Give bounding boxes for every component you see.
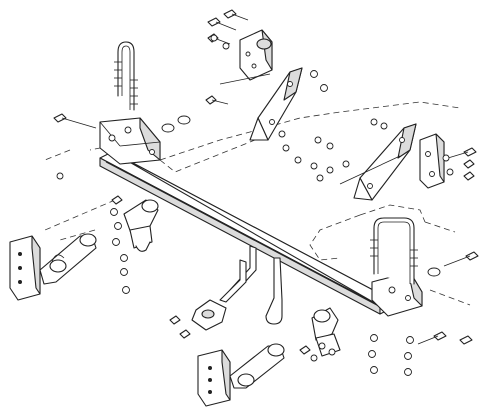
right-receiver-tube: [311, 307, 341, 357]
left-u-bolt: [114, 41, 138, 111]
right-tow-tab: [197, 343, 285, 407]
right-frame-plate: [419, 133, 445, 189]
safety-chain-plate: [191, 299, 227, 331]
right-mounting-bracket: [371, 271, 423, 317]
left-mounting-bracket: [99, 117, 161, 165]
right-u-bolt: [370, 217, 418, 285]
right-frame-plate-top: [239, 29, 273, 81]
left-tow-tab: [9, 233, 97, 301]
right-side-bracket-lower: [353, 123, 417, 201]
left-receiver-tube: [123, 199, 159, 252]
right-side-bracket-upper: [249, 67, 303, 141]
center-drop-arms: [219, 245, 283, 325]
nuts-and-washers: [56, 34, 454, 376]
